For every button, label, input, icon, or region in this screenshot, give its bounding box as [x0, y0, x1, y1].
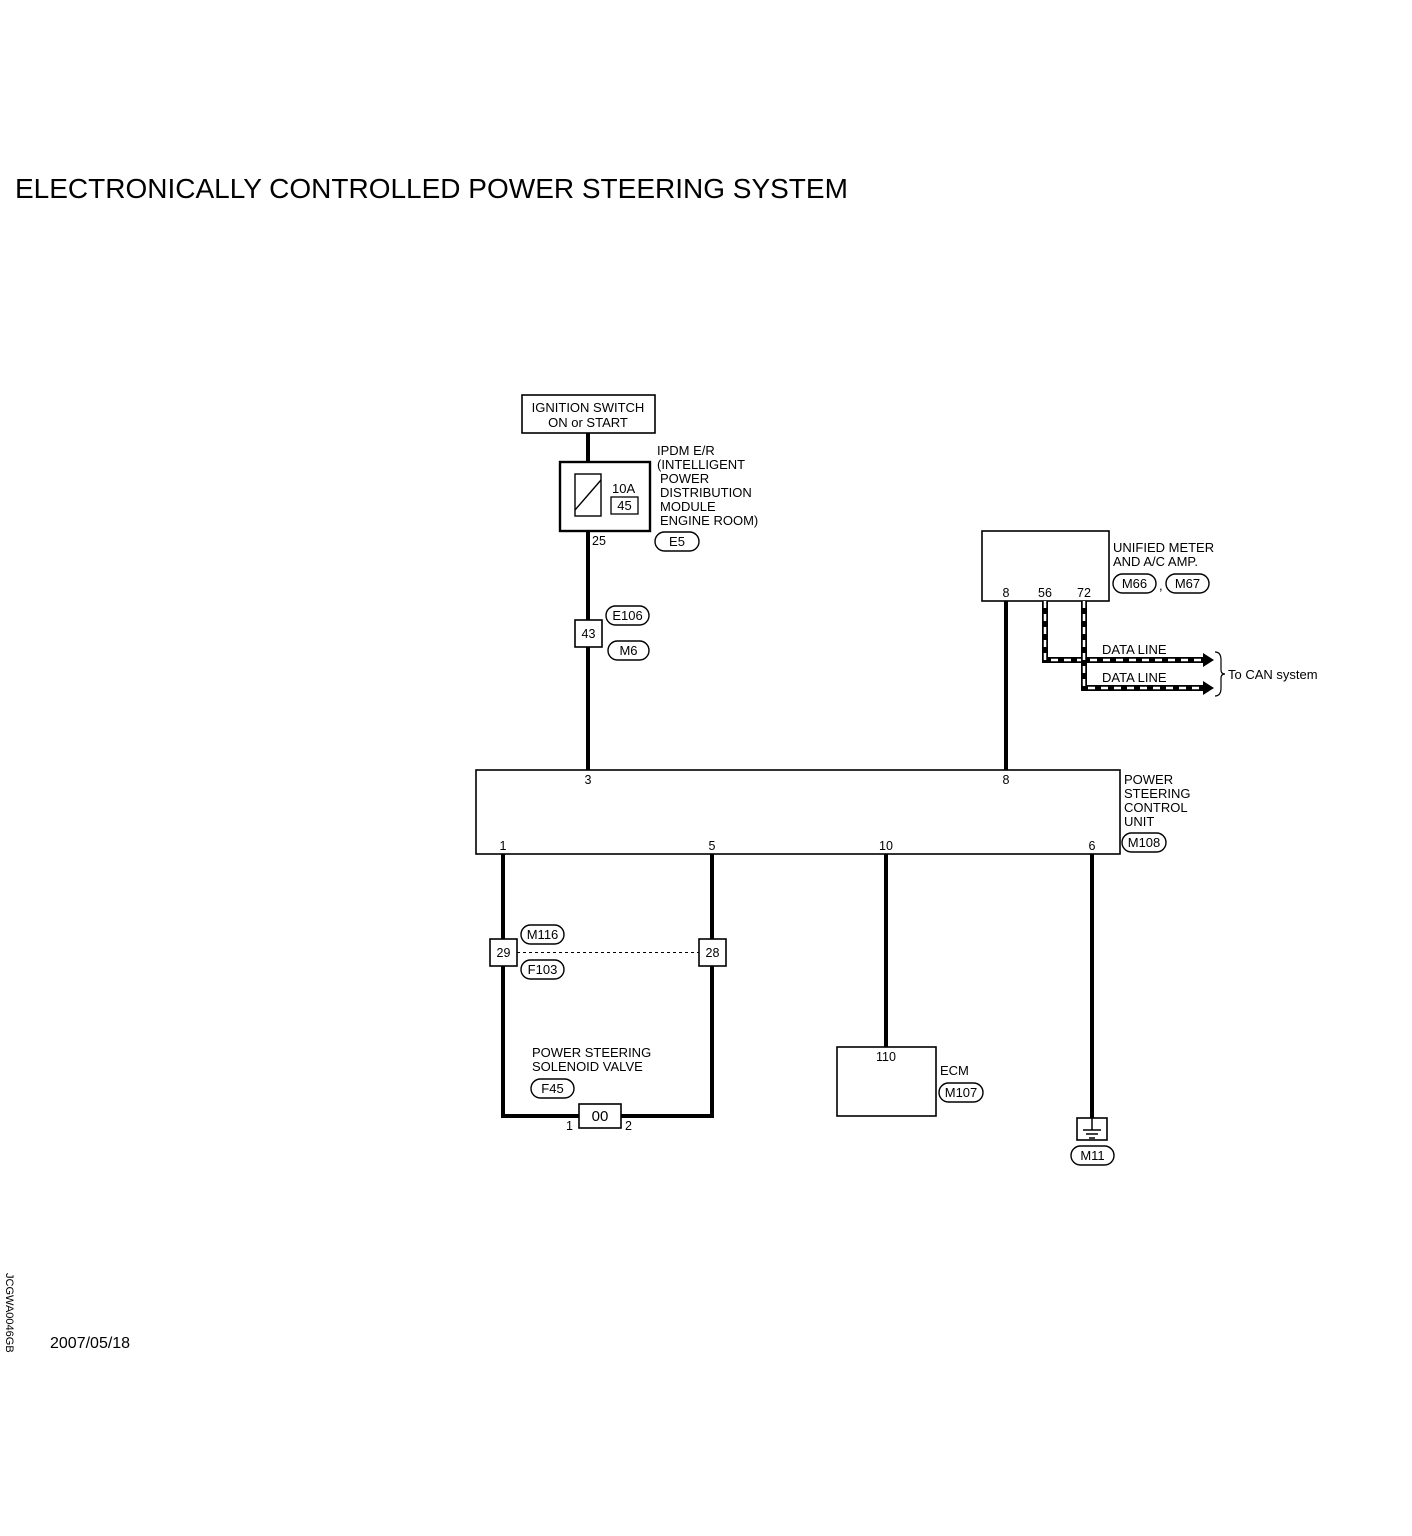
ecm-label: ECM [940, 1063, 969, 1078]
ground-connector: M11 [1080, 1148, 1104, 1163]
solenoid-pin-2: 2 [625, 1119, 632, 1133]
ipdm-label-4: DISTRIBUTION [660, 485, 752, 500]
brace-icon [1214, 651, 1226, 697]
meter-pin-8: 8 [1003, 586, 1010, 600]
ipdm-output-pin: 25 [592, 534, 606, 548]
fuse-number: 45 [617, 498, 631, 513]
harness-connector-bottom: F103 [528, 962, 558, 977]
power-steering-solenoid-valve: 00 1 2 POWER STEERING SOLENOID VALVE F45 [530, 1045, 651, 1133]
solenoid-pin-1: 1 [566, 1119, 573, 1133]
joint-pin: 43 [582, 627, 596, 641]
can-system-label: To CAN system [1228, 667, 1318, 682]
pscu-pin-1: 1 [500, 839, 507, 853]
meter-label-2: AND A/C AMP. [1113, 554, 1198, 569]
ipdm-label-6: ENGINE ROOM) [660, 513, 758, 528]
ecm-pin: 110 [876, 1050, 896, 1064]
ignition-switch-label-1: IGNITION SWITCH [532, 400, 645, 415]
diagram-title: ELECTRONICALLY CONTROLLED POWER STEERING… [15, 173, 848, 204]
pscu-label-3: CONTROL [1124, 800, 1188, 815]
meter-pin-72: 72 [1077, 586, 1091, 600]
joint-connector-bottom: M6 [619, 643, 637, 658]
arrow-icon [1203, 653, 1214, 667]
power-steering-control-unit: 3 8 1 5 10 6 POWER STEERING CONTROL UNIT… [475, 769, 1190, 855]
can-data-lines: DATA LINE DATA LINE To CAN system [1042, 601, 1318, 697]
ipdm-connector: E5 [669, 534, 685, 549]
ignition-switch: IGNITION SWITCH ON or START [521, 394, 656, 434]
pscu-pin-8: 8 [1003, 773, 1010, 787]
harness-connector: 29 28 M116 F103 [489, 924, 727, 980]
pscu-label-1: POWER [1124, 772, 1173, 787]
footer-date: 2007/05/18 [50, 1335, 130, 1352]
pscu-pin-6: 6 [1089, 839, 1096, 853]
figure-code: JCGWA0046GB [3, 1273, 15, 1353]
ipdm-er: 10A 45 25 IPDM E/R (INTELLIGENT POWER DI… [558, 443, 758, 552]
ipdm-label-2: (INTELLIGENT [657, 457, 745, 472]
solenoid-connector: F45 [541, 1081, 563, 1096]
pscu-connector: M108 [1128, 835, 1161, 850]
meter-connector-a: M66 [1122, 576, 1147, 591]
data-line-label-2: DATA LINE [1102, 670, 1167, 685]
solenoid-symbol: 00 [592, 1108, 609, 1125]
pscu-label-4: UNIT [1124, 814, 1154, 829]
meter-connector-b: M67 [1175, 576, 1200, 591]
data-line-label-1: DATA LINE [1102, 642, 1167, 657]
pscu-pin-3: 3 [585, 773, 592, 787]
pscu-label-2: STEERING [1124, 786, 1190, 801]
joint-connector-43: 43 E106 M6 [574, 605, 650, 661]
harness-pin-left: 29 [497, 946, 511, 960]
ground: M11 [1070, 1117, 1115, 1166]
harness-connector-top: M116 [527, 927, 559, 942]
arrow-icon [1203, 681, 1214, 695]
solenoid-label-1: POWER STEERING [532, 1045, 651, 1060]
ecm-connector: M107 [945, 1085, 978, 1100]
pscu-pin-10: 10 [879, 839, 893, 853]
ipdm-label-1: IPDM E/R [657, 443, 715, 458]
meter-connector-separator: , [1159, 578, 1163, 593]
ignition-switch-label-2: ON or START [548, 415, 628, 430]
wire-solenoid-loop [501, 966, 714, 1118]
meter-pin-56: 56 [1038, 586, 1052, 600]
harness-pin-right: 28 [706, 946, 720, 960]
solenoid-label-2: SOLENOID VALVE [532, 1059, 643, 1074]
ipdm-label-3: POWER [660, 471, 709, 486]
ecm: 110 ECM M107 [836, 1046, 984, 1117]
meter-label-1: UNIFIED METER [1113, 540, 1214, 555]
fuse-rating: 10A [612, 481, 635, 496]
pscu-pin-5: 5 [709, 839, 716, 853]
unified-meter-ac-amp: 8 56 72 UNIFIED METER AND A/C AMP. M66 ,… [981, 530, 1214, 602]
joint-connector-top: E106 [612, 608, 642, 623]
ipdm-label-5: MODULE [660, 499, 716, 514]
